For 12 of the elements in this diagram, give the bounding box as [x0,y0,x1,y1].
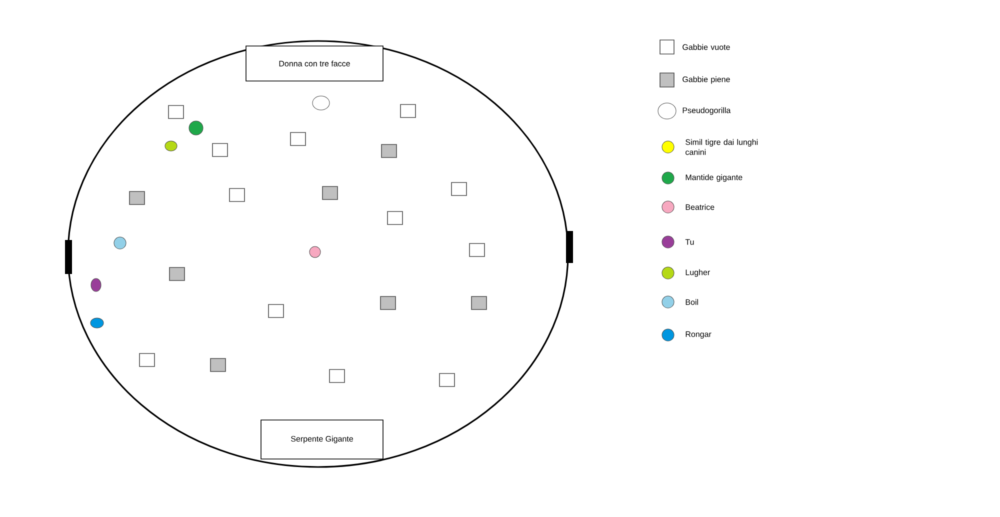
legend-text: Rongar [686,331,712,339]
legend-text: Lugher [686,269,710,277]
legend-text: Pseudogorilla [682,107,731,115]
legend-text: Simil tigre dai lunghi canini [686,139,758,155]
legend-text: Beatrice [686,204,714,210]
legend-text: Mantide gigante [686,174,742,182]
legend-text: Tu [685,239,694,245]
legend-text: Gabbie piene [682,76,730,84]
label-box: Donna con tre facce [246,46,384,82]
legend-text: Gabbie vuote [682,44,730,50]
label-box: Serpente Gigante [260,420,384,460]
legend-text: Boil [686,299,698,305]
